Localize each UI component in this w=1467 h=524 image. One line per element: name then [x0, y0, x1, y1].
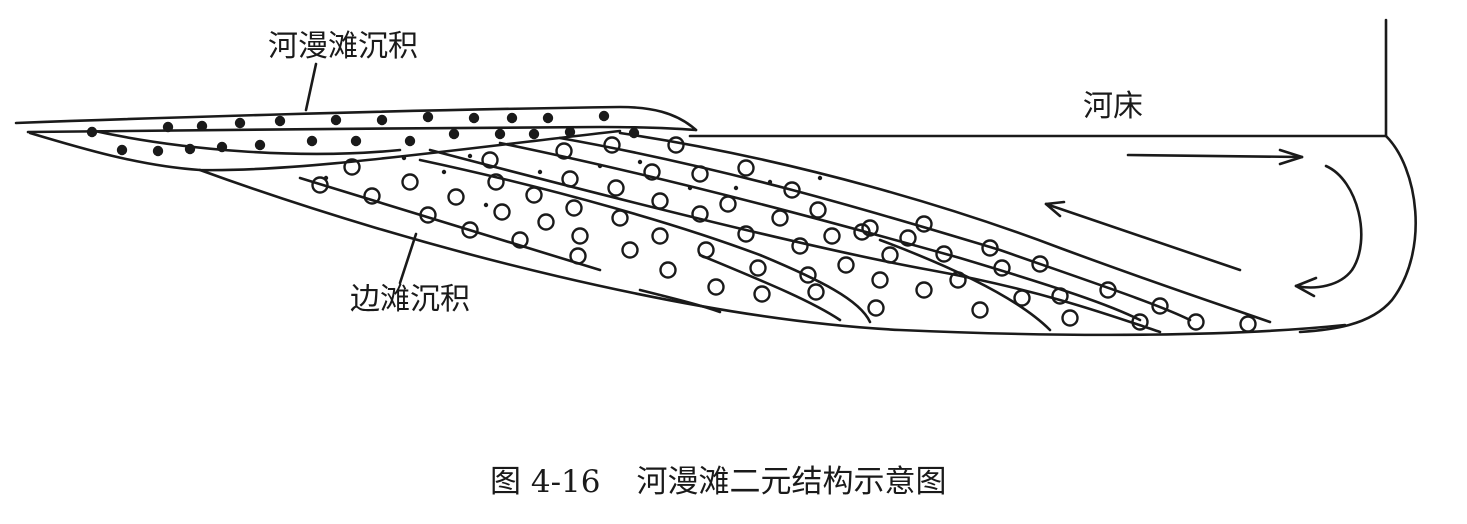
fine-sediment-dot [87, 127, 97, 137]
fine-sediment-dot [153, 146, 163, 156]
channel-bottom-curve [1300, 136, 1416, 332]
gravel-circle [1133, 315, 1148, 330]
gravel-circle [839, 258, 854, 273]
gravel-circle [571, 249, 586, 264]
gravel-circle [869, 301, 884, 316]
gravel-circle [883, 248, 898, 263]
gravel-circle [973, 303, 988, 318]
gravel-circle [739, 161, 754, 176]
gravel-circle [873, 273, 888, 288]
fine-sediment-dot [469, 113, 479, 123]
figure-caption: 图 4-16 河漫滩二元结构示意图 [490, 462, 947, 502]
gravel-circle [1189, 315, 1204, 330]
flow-arrow-curved-icon [1296, 166, 1361, 287]
sand-speck [324, 176, 328, 180]
gravel-circle [751, 261, 766, 276]
fine-sediment-dot [495, 129, 505, 139]
fine-sediment-dot [449, 129, 459, 139]
fine-sediment-dot [197, 121, 207, 131]
gravel-circle [917, 217, 932, 232]
gravel-circle [793, 239, 808, 254]
fine-sediment-dot [565, 127, 575, 137]
gravel-circle [661, 263, 676, 278]
gravel-circle [1063, 311, 1078, 326]
gravel-circle [699, 243, 714, 258]
fine-sediment-dot [235, 118, 245, 128]
fine-sediment-dot [185, 144, 195, 154]
gravel-circle [609, 181, 624, 196]
gravel-circle [825, 229, 840, 244]
gravel-circle [1015, 291, 1030, 306]
gravel-circle [449, 190, 464, 205]
sand-speck [638, 160, 642, 164]
sand-speck [818, 176, 822, 180]
gravel-circle [623, 243, 638, 258]
sand-speck [402, 156, 406, 160]
sand-speck [538, 170, 542, 174]
gravel-circle [917, 283, 932, 298]
figure-title: 河漫滩二元结构示意图 [637, 464, 947, 500]
gravel-circle [809, 285, 824, 300]
fine-sediment-dot [307, 136, 317, 146]
sand-speck [468, 154, 472, 158]
gravel-circle [811, 203, 826, 218]
point-bar-deposit-label: 边滩沉积 [350, 283, 470, 317]
gravel-circle [653, 229, 668, 244]
gravel-circle [773, 211, 788, 226]
gravel-circle [573, 229, 588, 244]
gravel-circle [605, 138, 620, 153]
gravel-circle [539, 215, 554, 230]
gravel-circle [567, 201, 582, 216]
sand-speck [688, 186, 692, 190]
gravel-circle [709, 280, 724, 295]
fine-sediment-dot [405, 136, 415, 146]
flow-arrow-right-icon [1128, 155, 1302, 157]
gravel-circle [1241, 317, 1256, 332]
fine-sediment-dot [351, 136, 361, 146]
fine-sediment-dot [377, 115, 387, 125]
fine-sediment-dot [599, 111, 609, 121]
fine-sediment-dot [629, 128, 639, 138]
sand-speck [734, 186, 738, 190]
sand-speck [768, 180, 772, 184]
fine-sediment-dot [331, 115, 341, 125]
riverbed-label: 河床 [1083, 90, 1143, 124]
fine-sediment-dot [275, 116, 285, 126]
floodplain-leader-line [306, 64, 316, 110]
fine-sediment-dot [217, 142, 227, 152]
fine-sediment-dot [255, 140, 265, 150]
gravel-circle [563, 172, 578, 187]
fine-sediment-dot [507, 113, 517, 123]
figure-number: 图 4-16 [490, 464, 601, 500]
point-bar-leader-line [400, 234, 416, 283]
sand-speck [442, 170, 446, 174]
gravel-circle [669, 138, 684, 153]
gravel-circle [495, 205, 510, 220]
gravel-circle [527, 188, 542, 203]
gravel-circle [653, 194, 668, 209]
fine-sediment-dot [163, 122, 173, 132]
fine-sediment-dot [117, 145, 127, 155]
gravel-circle [721, 197, 736, 212]
sand-speck [484, 203, 488, 207]
flow-arrow-upleft-icon [1046, 204, 1240, 270]
sand-speck [598, 164, 602, 168]
floodplain-deposit-label: 河漫滩沉积 [268, 30, 418, 64]
gravel-circle [755, 287, 770, 302]
fine-sediment-dot [543, 113, 553, 123]
gravel-circle [403, 175, 418, 190]
gravel-circle [613, 211, 628, 226]
gravel-circle [693, 167, 708, 182]
fine-sediment-dot [423, 112, 433, 122]
fine-sediment-dot [529, 129, 539, 139]
